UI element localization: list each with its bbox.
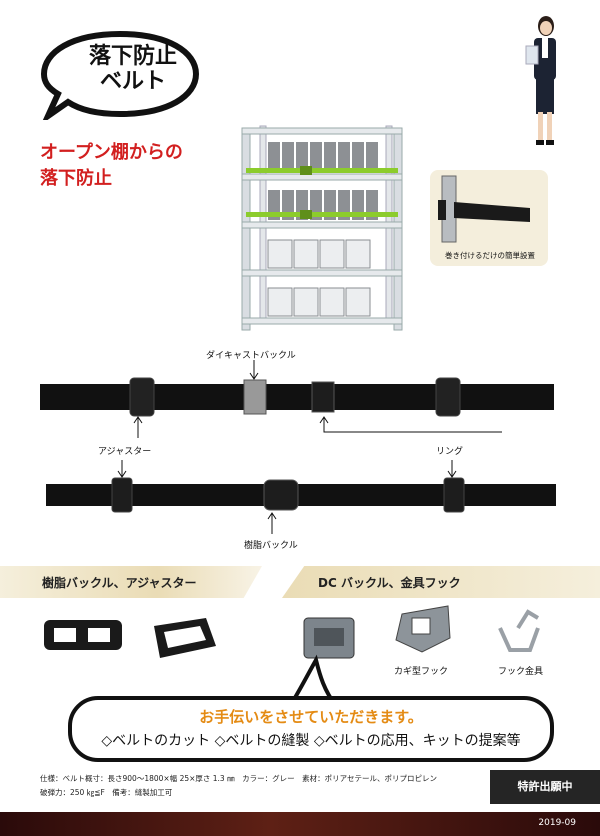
- callout-body: ◇ベルトのカット ◇ベルトの縫製 ◇ベルトの応用、キットの提案等: [101, 733, 521, 749]
- label-ring: リング: [436, 447, 464, 457]
- speech-bubble-shape: [40, 30, 200, 120]
- label-resin-buckle: 樹脂バックル: [244, 541, 298, 551]
- belt-diagram-drawing: [40, 360, 556, 534]
- inset-caption: 巻き付けるだけの簡単設置: [445, 251, 535, 260]
- ladder-lock-icon: [154, 618, 216, 658]
- spec-line1: 仕様：ベルト概寸：長さ900～1800×幅 25×厚さ 1.3 ㎜ カラー：グレ…: [40, 774, 437, 783]
- label-diecast-buckle: ダイキャストバックル: [206, 351, 296, 361]
- services-callout: お手伝いをさせていただきます。 ◇ベルトのカット ◇ベルトの縫製 ◇ベルトの応用…: [68, 696, 554, 762]
- belt-wrap-illustration: [438, 175, 530, 243]
- callout-tail: [288, 654, 338, 708]
- callout-title: お手伝いをさせていただきます。: [199, 708, 423, 726]
- metal-hook-icon: [498, 609, 540, 652]
- parts-row: カギ型フック フック金具: [30, 600, 570, 690]
- section-band-left: [0, 566, 262, 598]
- belt-diagram: ダイキャストバックル アジャスター リング 樹脂バックル: [40, 340, 570, 560]
- plastic-buckle-icon: [44, 620, 122, 650]
- section-label-resin: 樹脂バックル、アジャスター: [42, 576, 197, 590]
- product-title: 落下防止 ベルト: [78, 44, 188, 94]
- footer-date: 2019-09: [538, 818, 576, 828]
- product-title-line1: 落下防止: [88, 44, 177, 69]
- label-adjuster: アジャスター: [98, 447, 152, 457]
- cam-buckle-icon: [303, 617, 355, 659]
- red-subheading: オープン棚からの 落下防止: [40, 140, 183, 192]
- product-title-line2: ベルト: [99, 69, 166, 94]
- label-key-hook: カギ型フック: [394, 667, 449, 677]
- label-metal-hook: フック金具: [498, 667, 544, 677]
- section-label-dc: DC バックル、金具フック: [318, 576, 461, 590]
- key-hook-icon: [395, 605, 451, 653]
- spec-line2: 破弾力：250 ㎏≦F 備考：縫製加工可: [40, 788, 173, 797]
- businesswoman-illustration: [525, 16, 556, 145]
- subheading-line1: オープン棚からの: [40, 142, 183, 163]
- shelf-illustration: [241, 125, 403, 331]
- specifications: 仕様：ベルト概寸：長さ900～1800×幅 25×厚さ 1.3 ㎜ カラー：グレ…: [40, 772, 437, 800]
- installation-inset: [430, 170, 548, 266]
- patent-pending-badge: 特許出願中: [490, 770, 600, 804]
- footer-bar: [0, 812, 600, 836]
- parts-illustrations: [44, 605, 540, 659]
- subheading-line2: 落下防止: [40, 168, 112, 189]
- section-band-right: [282, 566, 600, 598]
